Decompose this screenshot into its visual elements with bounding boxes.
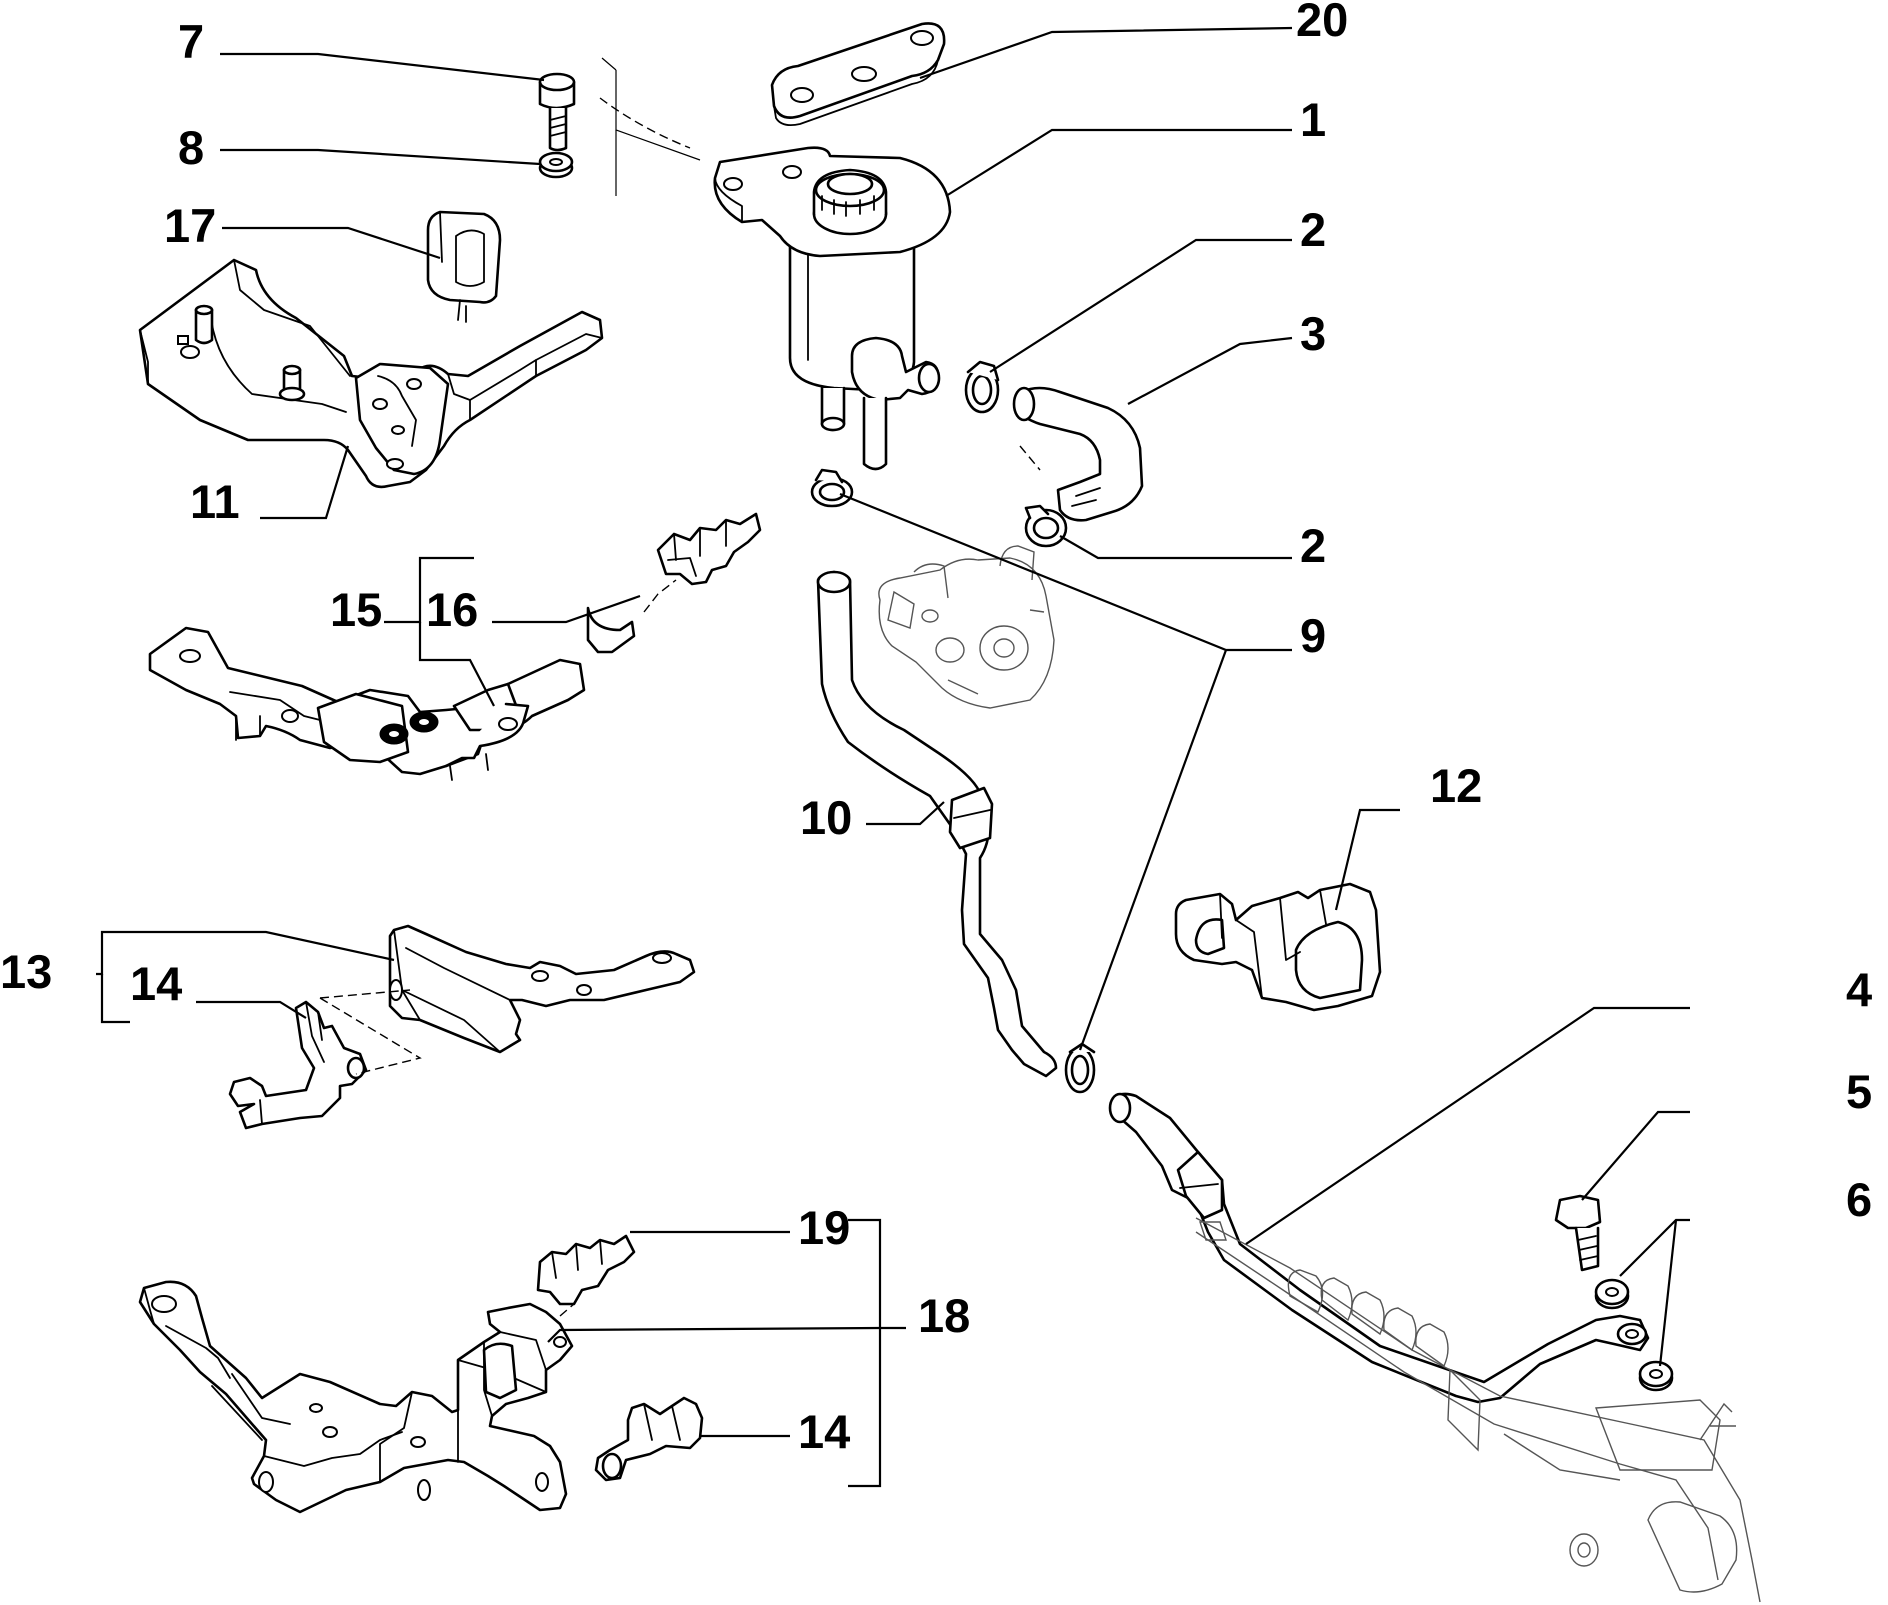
part-7-bolt — [538, 72, 576, 152]
callout-10: 10 — [800, 791, 852, 844]
callout-5: 5 — [1846, 1065, 1872, 1118]
callout-14-upper: 14 — [130, 957, 182, 1010]
part-17-clip — [426, 210, 502, 323]
callout-20: 20 — [1296, 0, 1348, 46]
part-15-bracket — [148, 606, 636, 781]
callout-2-upper: 2 — [1300, 203, 1326, 256]
callout-7: 7 — [178, 15, 204, 68]
part-9-clamp-lower — [1064, 1042, 1096, 1094]
part-2-clamp-lower — [1024, 504, 1068, 548]
steering-pump-ghost — [878, 545, 1055, 709]
part-3-hose — [1012, 386, 1144, 522]
callout-3: 3 — [1300, 307, 1326, 360]
callout-18: 18 — [918, 1289, 970, 1342]
part-19-clip — [536, 1234, 636, 1306]
part-10-hose — [816, 570, 1058, 1078]
callout-8: 8 — [178, 121, 204, 174]
part-16-clip — [656, 512, 762, 586]
part-11-bracket — [138, 258, 604, 489]
part-14-clip-lower — [594, 1396, 704, 1482]
part-5-bolt — [1554, 1194, 1602, 1272]
callout-17: 17 — [164, 199, 216, 252]
callout-4: 4 — [1846, 963, 1872, 1016]
callout-14-lower: 14 — [798, 1405, 850, 1458]
callout-labels: 7 8 17 11 20 1 2 3 2 9 15 16 10 12 13 14… — [0, 0, 1872, 1458]
part-6-washer-lower — [1638, 1360, 1674, 1392]
callout-12: 12 — [1430, 759, 1482, 812]
callout-16: 16 — [426, 583, 478, 636]
part-18-bracket — [138, 1280, 574, 1514]
part-20-bracket-plate — [770, 22, 946, 127]
callout-9: 9 — [1300, 609, 1326, 662]
callout-13: 13 — [0, 945, 52, 998]
callout-11: 11 — [190, 475, 240, 528]
callout-6: 6 — [1846, 1173, 1872, 1226]
callout-19: 19 — [798, 1201, 850, 1254]
callout-2-lower: 2 — [1300, 519, 1326, 572]
part-13-bracket — [388, 924, 696, 1054]
part-1-reservoir — [713, 146, 952, 471]
part-12-clamp-bracket — [1174, 882, 1382, 1012]
part-8-washer — [538, 151, 574, 179]
part-6-washer-upper — [1594, 1278, 1630, 1310]
exploded-guides — [319, 57, 1041, 1317]
part-9-clamp-upper — [810, 468, 854, 508]
part-14-clip-upper — [228, 1000, 368, 1130]
callout-15: 15 — [330, 583, 382, 636]
callout-1: 1 — [1300, 93, 1326, 146]
part-2-clamp-upper — [964, 360, 1000, 414]
leader-lines — [96, 26, 1690, 1488]
steering-rack-ghost — [1195, 1217, 1761, 1603]
